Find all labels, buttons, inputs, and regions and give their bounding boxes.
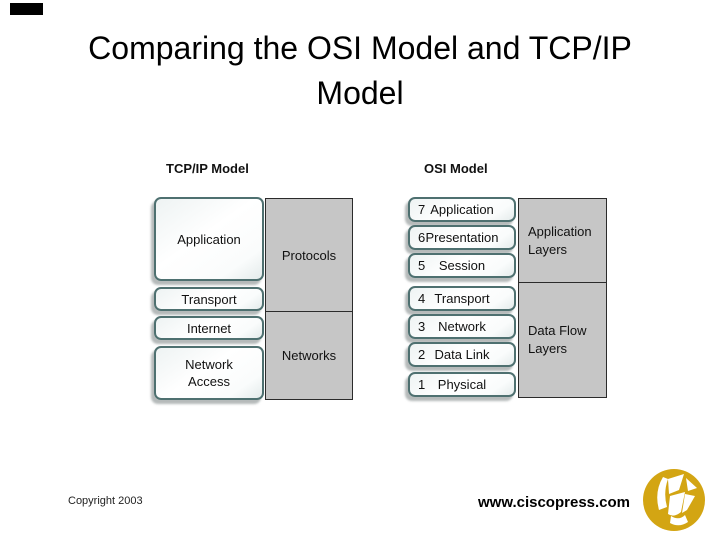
osi-layer-5-label: Session: [438, 258, 486, 273]
osi-layer-2-number: 2: [418, 347, 426, 362]
osi-layer-1-label: Physical: [437, 377, 487, 392]
tcpip-layer-application: Application: [154, 197, 264, 281]
osi-layer-1-physical: 1 Physical: [408, 372, 516, 397]
osi-layer-7-label: Application: [430, 202, 494, 217]
tcpip-model-heading: TCP/IP Model: [166, 161, 249, 176]
osi-layer-2-data-link: 2 Data Link: [408, 342, 516, 367]
osi-group-dataflow-layers-label: Data Flow Layers: [528, 322, 587, 358]
tcpip-layer-internet-label: Internet: [186, 320, 232, 336]
tcpip-group-networks-label: Networks: [281, 348, 337, 363]
osi-layer-5-session: 5 Session: [408, 253, 516, 278]
osi-layer-6-presentation: 6 Presentation: [408, 225, 516, 250]
ciscopress-logo-icon: [641, 466, 708, 533]
copyright-text: Copyright 2003: [68, 495, 143, 507]
osi-layer-4-number: 4: [418, 291, 426, 306]
osi-layer-3-number: 3: [418, 319, 426, 334]
osi-group-dataflow-layers-line1: Data Flow: [528, 323, 587, 338]
osi-layer-1-number: 1: [418, 377, 426, 392]
tcpip-layer-transport-label: Transport: [181, 291, 237, 307]
tcpip-layer-network-access: Network Access: [154, 346, 264, 400]
website-text: www.ciscopress.com: [478, 494, 631, 511]
tcpip-layer-transport: Transport: [154, 287, 264, 311]
osi-layer-3-network: 3 Network: [408, 314, 516, 339]
osi-layer-3-label: Network: [438, 319, 486, 334]
osi-layer-2-label: Data Link: [434, 347, 490, 362]
osi-group-application-layers-line2: Layers: [528, 241, 568, 257]
slide-title-line2: Model: [316, 75, 404, 111]
osi-layer-4-transport: 4 Transport: [408, 286, 516, 311]
osi-layer-5-number: 5: [418, 258, 426, 273]
osi-group-dataflow-layers-line2: Layers: [528, 341, 568, 356]
tcpip-group-protocols-label: Protocols: [281, 247, 337, 263]
tcpip-layer-network-access-label: Network Access: [185, 357, 233, 389]
osi-layer-4-label: Transport: [434, 291, 490, 306]
slide-corner-mark: [10, 3, 43, 15]
osi-layer-6-label: Presentation: [425, 230, 499, 245]
tcpip-group-protocols: Protocols: [265, 198, 353, 312]
slide-title: Comparing the OSI Model and TCP/IP Model: [0, 26, 720, 116]
tcpip-layer-internet: Internet: [154, 316, 264, 340]
tcpip-layer-application-label: Application: [177, 231, 241, 247]
osi-group-dataflow-layers: Data Flow Layers: [518, 282, 607, 398]
osi-layer-6-number: 6: [418, 230, 426, 245]
osi-group-application-layers-line1: Application: [528, 223, 592, 239]
osi-group-application-layers-label: Application Layers: [528, 223, 592, 259]
osi-layer-7-number: 7: [418, 202, 426, 217]
slide-title-line1: Comparing the OSI Model and TCP/IP: [88, 30, 632, 66]
osi-group-application-layers: Application Layers: [518, 198, 607, 283]
tcpip-group-networks: Networks: [265, 311, 353, 400]
osi-layer-7-application: 7 Application: [408, 197, 516, 222]
osi-model-heading: OSI Model: [424, 161, 488, 176]
